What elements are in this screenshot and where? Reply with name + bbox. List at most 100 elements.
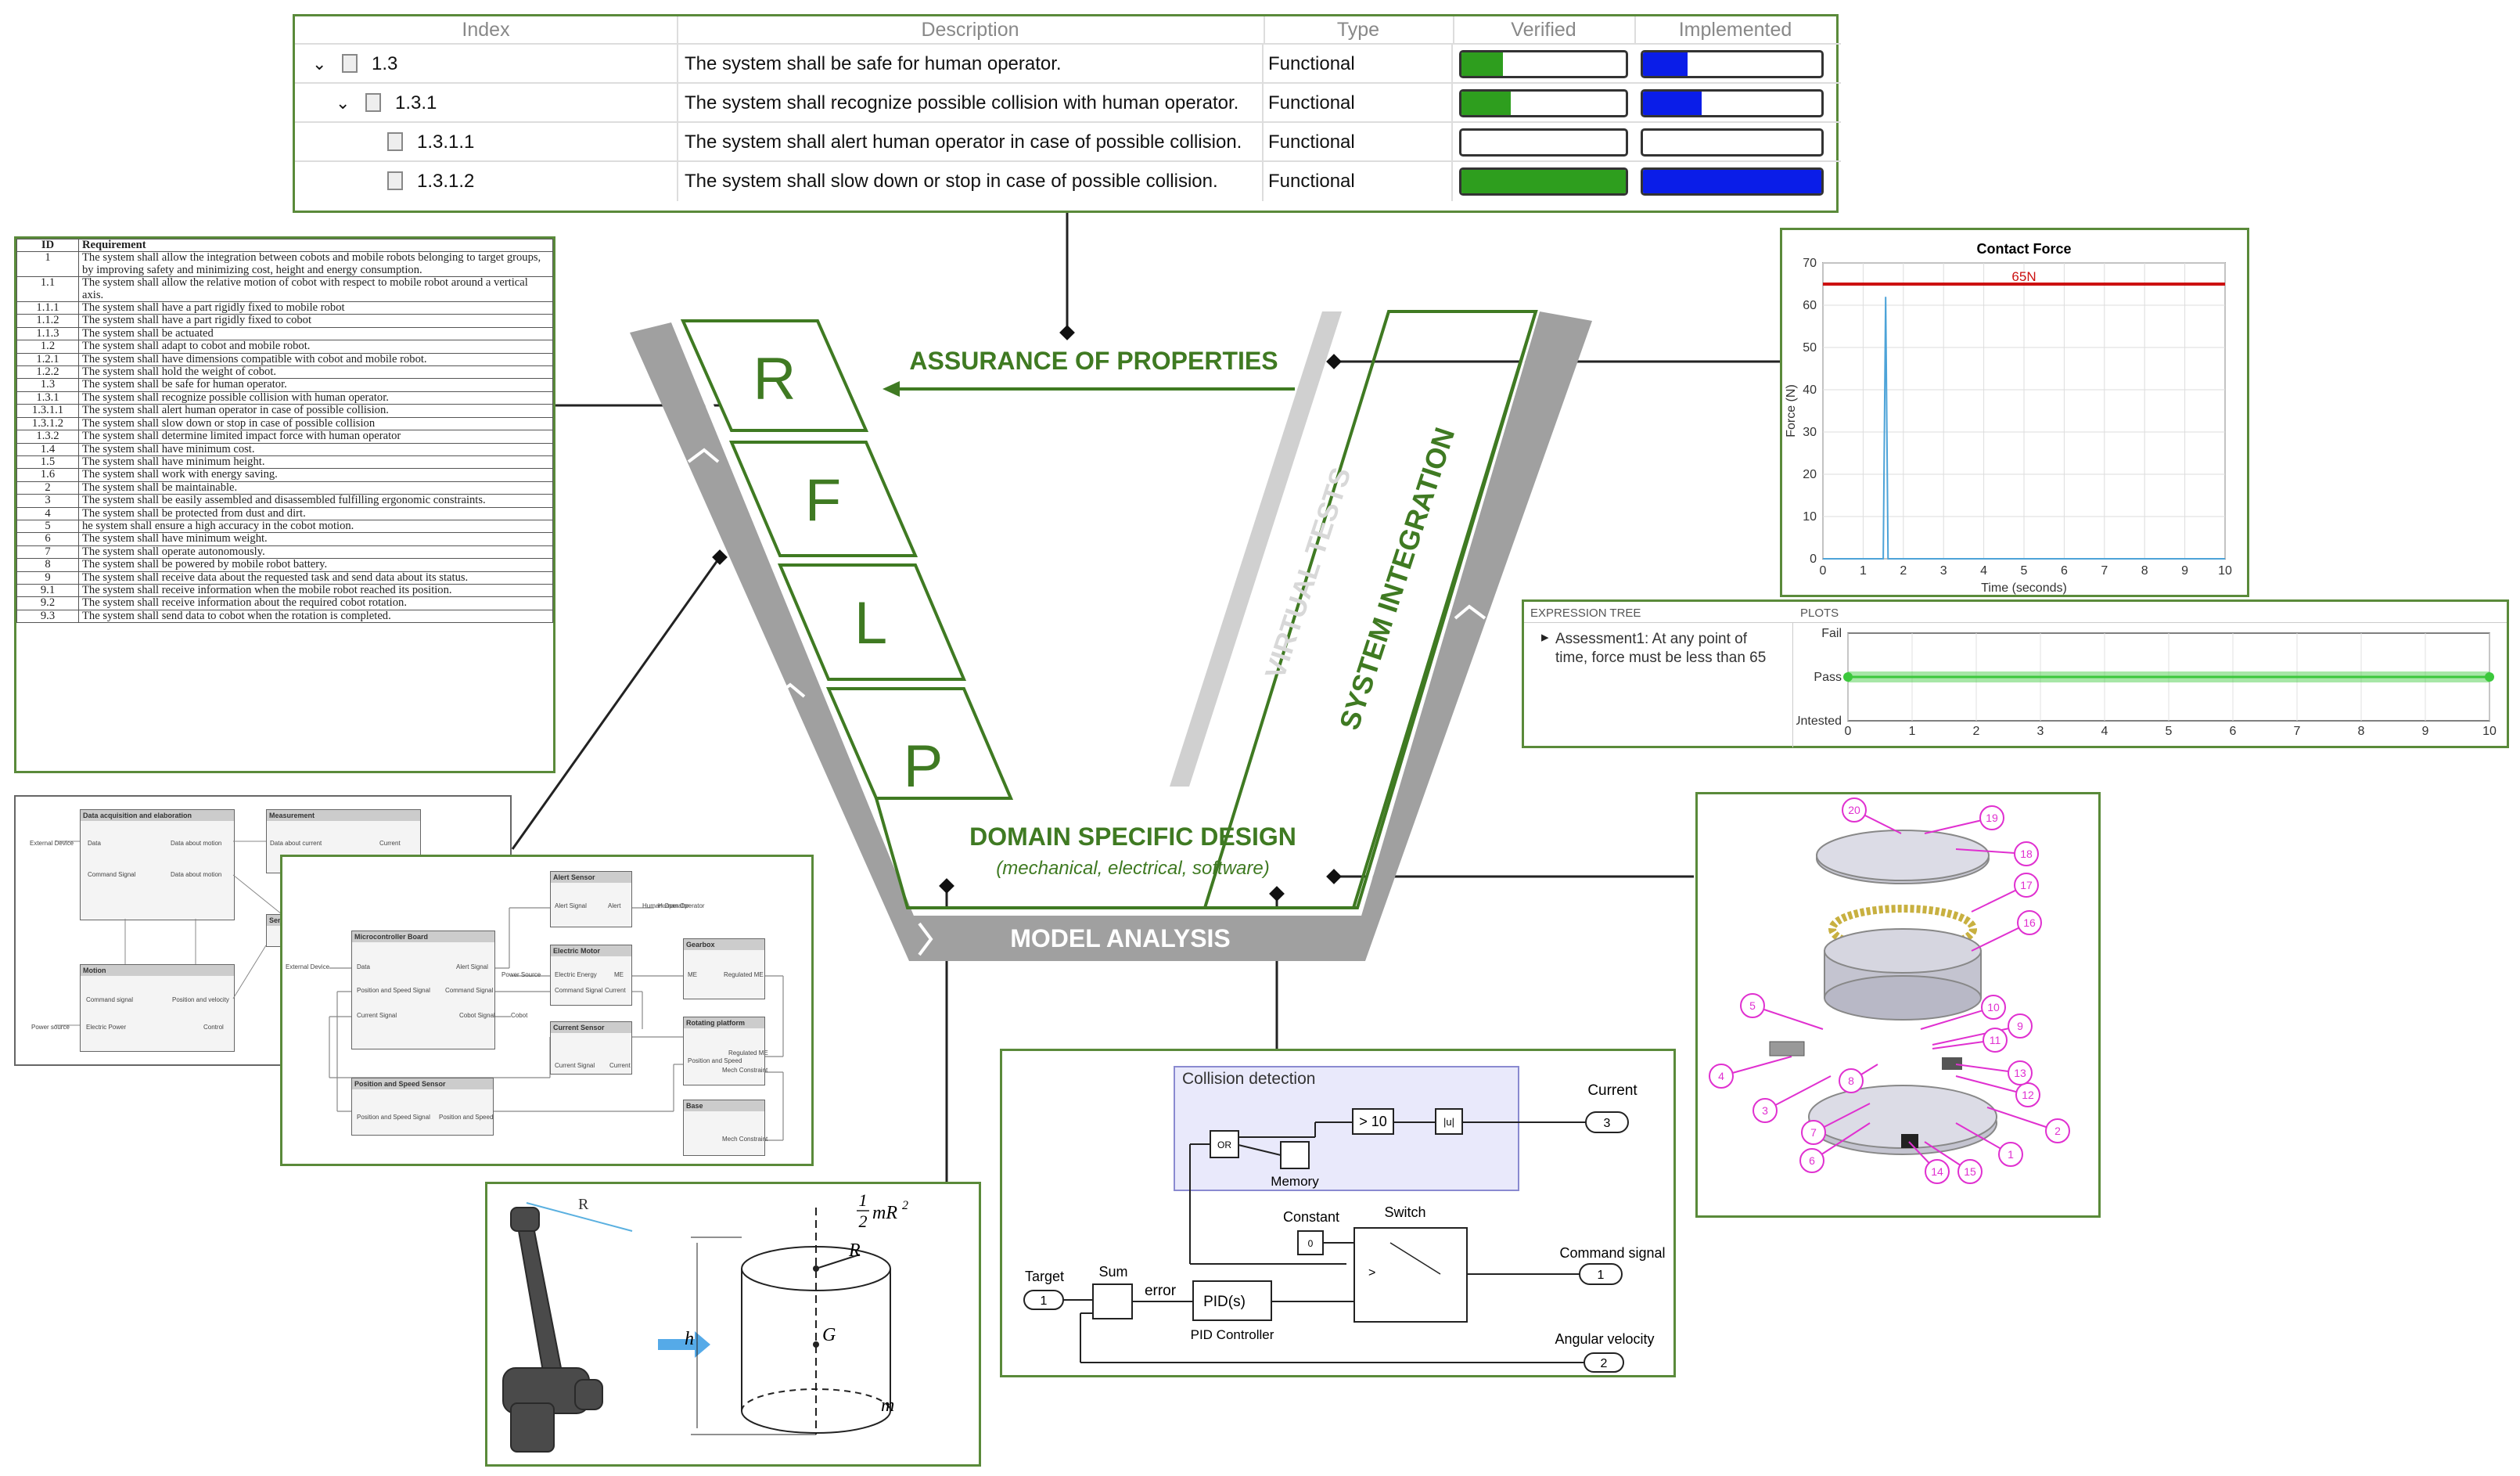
req-description: The system shall be safe for human opera…	[677, 45, 1264, 84]
svg-text:h: h	[685, 1329, 694, 1349]
y-tick-label: 50	[1803, 341, 1817, 355]
requirements-toolbox-table: Index Description Type Verified Implemen…	[293, 14, 1841, 213]
plots-tab[interactable]: PLOTS	[1800, 607, 1839, 620]
system-integration-band	[1202, 310, 1538, 909]
x-tick-label: 8	[2358, 725, 2365, 738]
doc-row-id: 9.1	[16, 583, 79, 598]
arm-radius-label: R	[578, 1196, 589, 1213]
simulink-model: Collision detection > 10 |u| Current 3 O…	[1000, 1049, 1676, 1377]
force-series-line	[1823, 297, 2225, 560]
callout-number: 10	[1987, 1001, 2000, 1013]
doc-row-id: 5	[16, 519, 79, 534]
callout-number: 12	[2022, 1089, 2034, 1101]
expression-tree-tab[interactable]: EXPRESSION TREE	[1530, 607, 1641, 620]
callout-bubble	[1981, 995, 2006, 1020]
doc-header-id: ID	[16, 238, 79, 253]
svg-text:Memory: Memory	[1271, 1174, 1319, 1189]
doc-row-id: 7	[16, 545, 79, 560]
req-index-cell: ⌄ 1.3	[295, 45, 678, 84]
svg-text:R: R	[848, 1240, 861, 1261]
x-tick-label: 9	[2181, 564, 2188, 578]
y-tick-label: 70	[1803, 257, 1817, 270]
doc-row-text: The system shall adapt to cobot and mobi…	[78, 340, 553, 354]
collision-detection-label: Collision detection	[1182, 1070, 1315, 1088]
expand-arrow-icon[interactable]: ▸	[1541, 629, 1549, 646]
req-row[interactable]: ⌄ 1.3 The system shall be safe for human o…	[295, 43, 1841, 84]
constant-block	[1297, 1230, 1324, 1255]
x-tick-label: 7	[2294, 725, 2301, 738]
implemented-progress-bar	[1641, 128, 1824, 157]
callout-bubble	[1983, 1028, 2008, 1053]
doc-row-text: The system shall determine limited impac…	[78, 430, 553, 444]
implemented-progress-bar	[1641, 50, 1824, 78]
cobot-arm-icon	[502, 1207, 603, 1453]
doc-row-id: 1.3.1	[16, 391, 79, 405]
callout-bubble	[1979, 805, 2004, 830]
doc-row-id: 1.3	[16, 378, 79, 392]
callout-number: 2	[2054, 1125, 2061, 1137]
formula-body: mR	[872, 1203, 897, 1223]
implemented-progress-bar	[1641, 167, 1824, 196]
doc-row-text: The system shall slow down or stop in ca…	[78, 416, 553, 431]
doc-row-text: The system shall send data to cobot when…	[78, 609, 553, 624]
doc-row-id: 9.2	[16, 596, 79, 610]
svg-text:m: m	[881, 1395, 894, 1416]
req-index-cell: 1.3.1.2	[295, 162, 678, 201]
req-index-cell: 1.3.1.1	[295, 123, 678, 162]
doc-row-text: he system shall ensure a high accuracy i…	[78, 519, 553, 534]
doc-row-id: 1.1.3	[16, 326, 79, 341]
inertia-model-panel: R R G h m 1 2 mR 2	[485, 1182, 981, 1467]
y-tick-label: 20	[1803, 468, 1817, 481]
x-tick-label: 4	[2101, 725, 2108, 738]
callout-bubble	[1839, 1068, 1864, 1093]
x-tick-label: 3	[2037, 725, 2044, 738]
y-tick-label: 40	[1803, 383, 1817, 397]
assessment-text[interactable]: Assessment1: At any point of time, force…	[1555, 631, 1767, 666]
v-box-r	[680, 319, 869, 432]
doc-row-text: The system shall be powered by mobile ro…	[78, 558, 553, 572]
y-category-label: Pass	[1814, 671, 1842, 684]
req-description: The system shall alert human operator in…	[677, 123, 1264, 162]
req-description: The system shall recognize possible coll…	[677, 84, 1264, 123]
req-type: Functional	[1264, 84, 1453, 123]
assessment-panel: EXPRESSION TREE PLOTS ▸ Assessment1: At …	[1522, 599, 2509, 748]
x-tick-label: 2	[1973, 725, 1980, 738]
callout-bubble	[1799, 1148, 1824, 1173]
y-tick-label: 60	[1803, 299, 1817, 312]
switch-label: Switch	[1384, 1204, 1425, 1220]
x-tick-label: 4	[1980, 564, 1987, 578]
doc-row-text: The system shall be easily assembled and…	[78, 494, 553, 508]
callout-bubble	[2014, 873, 2039, 898]
doc-row-text: The system shall have dimensions compati…	[78, 352, 553, 367]
req-index: 1.3	[372, 53, 398, 74]
doc-row-text: The system shall work with energy saving…	[78, 468, 553, 482]
svg-text:OR: OR	[1217, 1139, 1231, 1150]
req-index: 1.3.1.2	[417, 171, 475, 192]
implemented-progress-bar	[1641, 89, 1824, 117]
x-tick-label: 6	[2061, 564, 2068, 578]
angular-velocity-label: Angular velocity	[1555, 1331, 1654, 1347]
callout-bubble	[2015, 1082, 2040, 1107]
chevron-down-icon[interactable]: ⌄	[312, 54, 327, 74]
x-tick-label: 10	[2218, 564, 2232, 578]
target-label: Target	[1025, 1269, 1064, 1284]
chevron-down-icon[interactable]: ⌄	[336, 93, 350, 113]
virtual-tests-band	[1170, 311, 1342, 787]
memory-block	[1280, 1141, 1310, 1169]
verified-progress-bar	[1459, 89, 1628, 117]
